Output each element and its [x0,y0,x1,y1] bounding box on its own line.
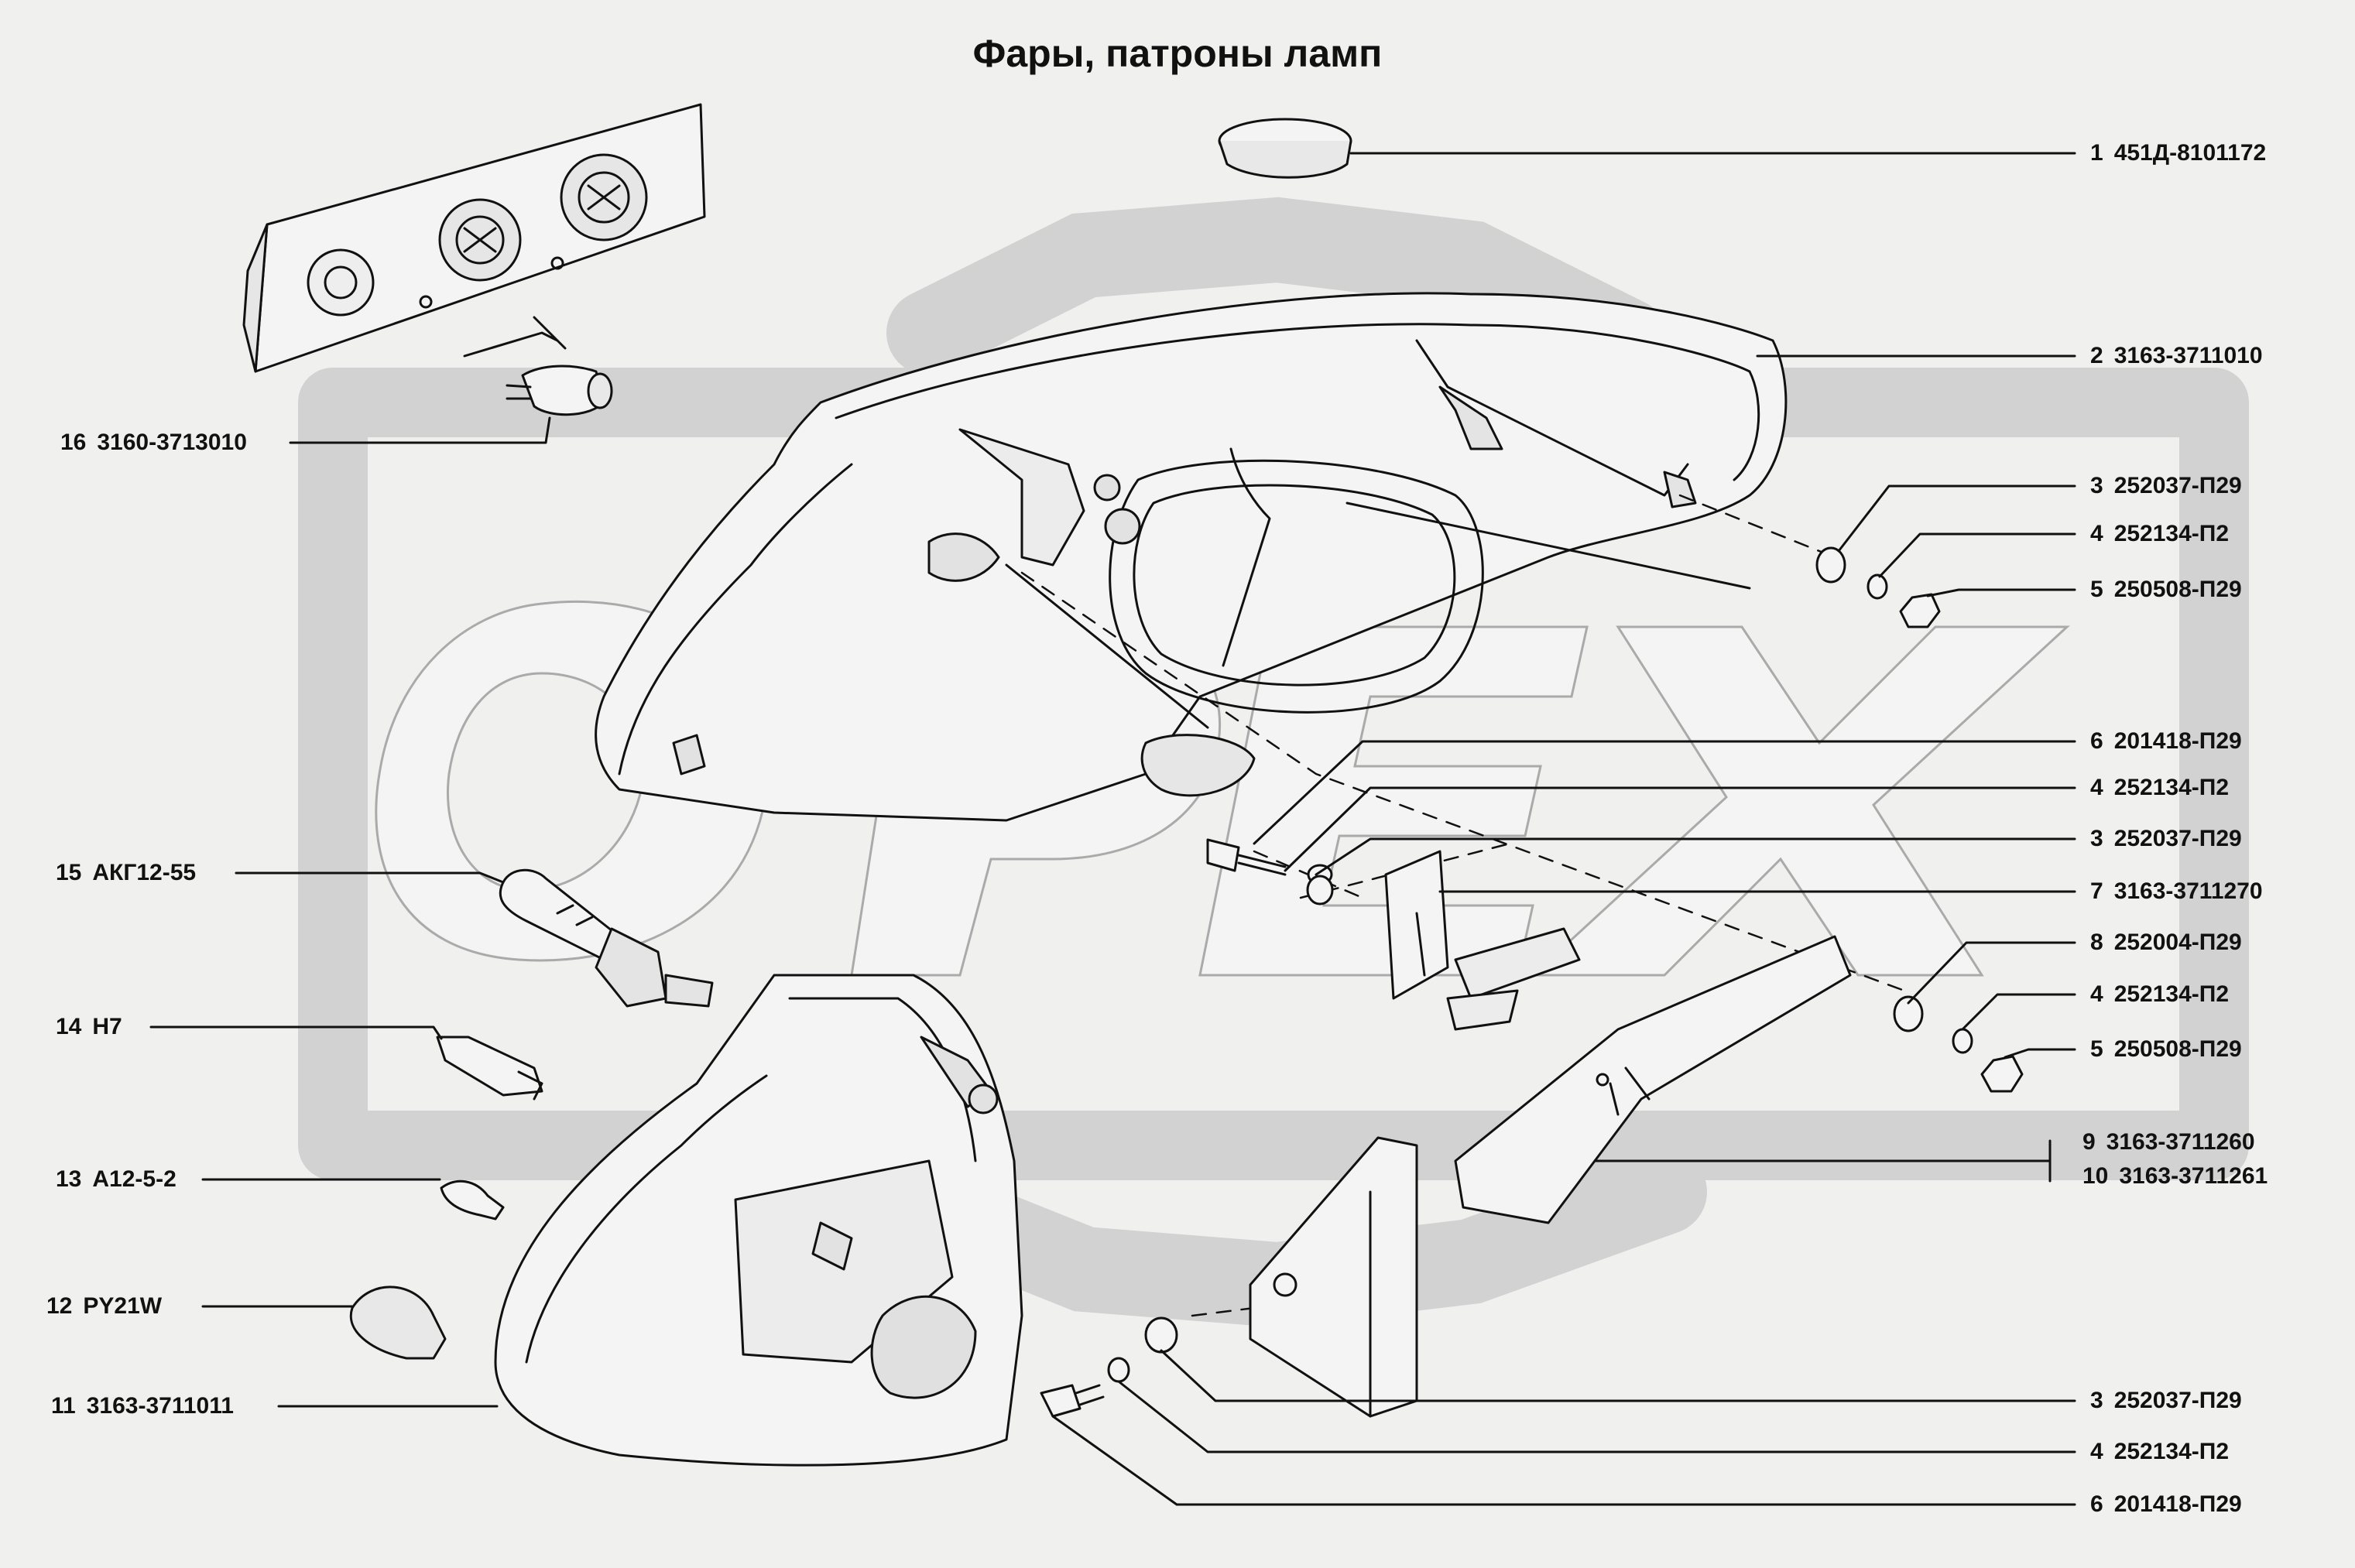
page-title: Фары, патроны ламп [972,32,1383,75]
headlamp-11 [494,974,1023,1467]
cap-part-1 [1218,118,1352,179]
bracket-7 [1384,850,1581,1031]
bulb-py21w-12 [349,1286,447,1360]
bulb-akg12-55-15 [499,868,714,1008]
fasteners [1040,546,2024,1418]
parts-lines [149,103,2076,1506]
headlamp-housing-2 [595,292,1788,822]
bulb-a12-5-2-13 [440,1179,505,1221]
holder-h7-14 [436,1036,543,1101]
leader-lines [1051,152,2076,1506]
leader-lines-left [149,416,551,1408]
switch-panel-16 [242,103,706,416]
